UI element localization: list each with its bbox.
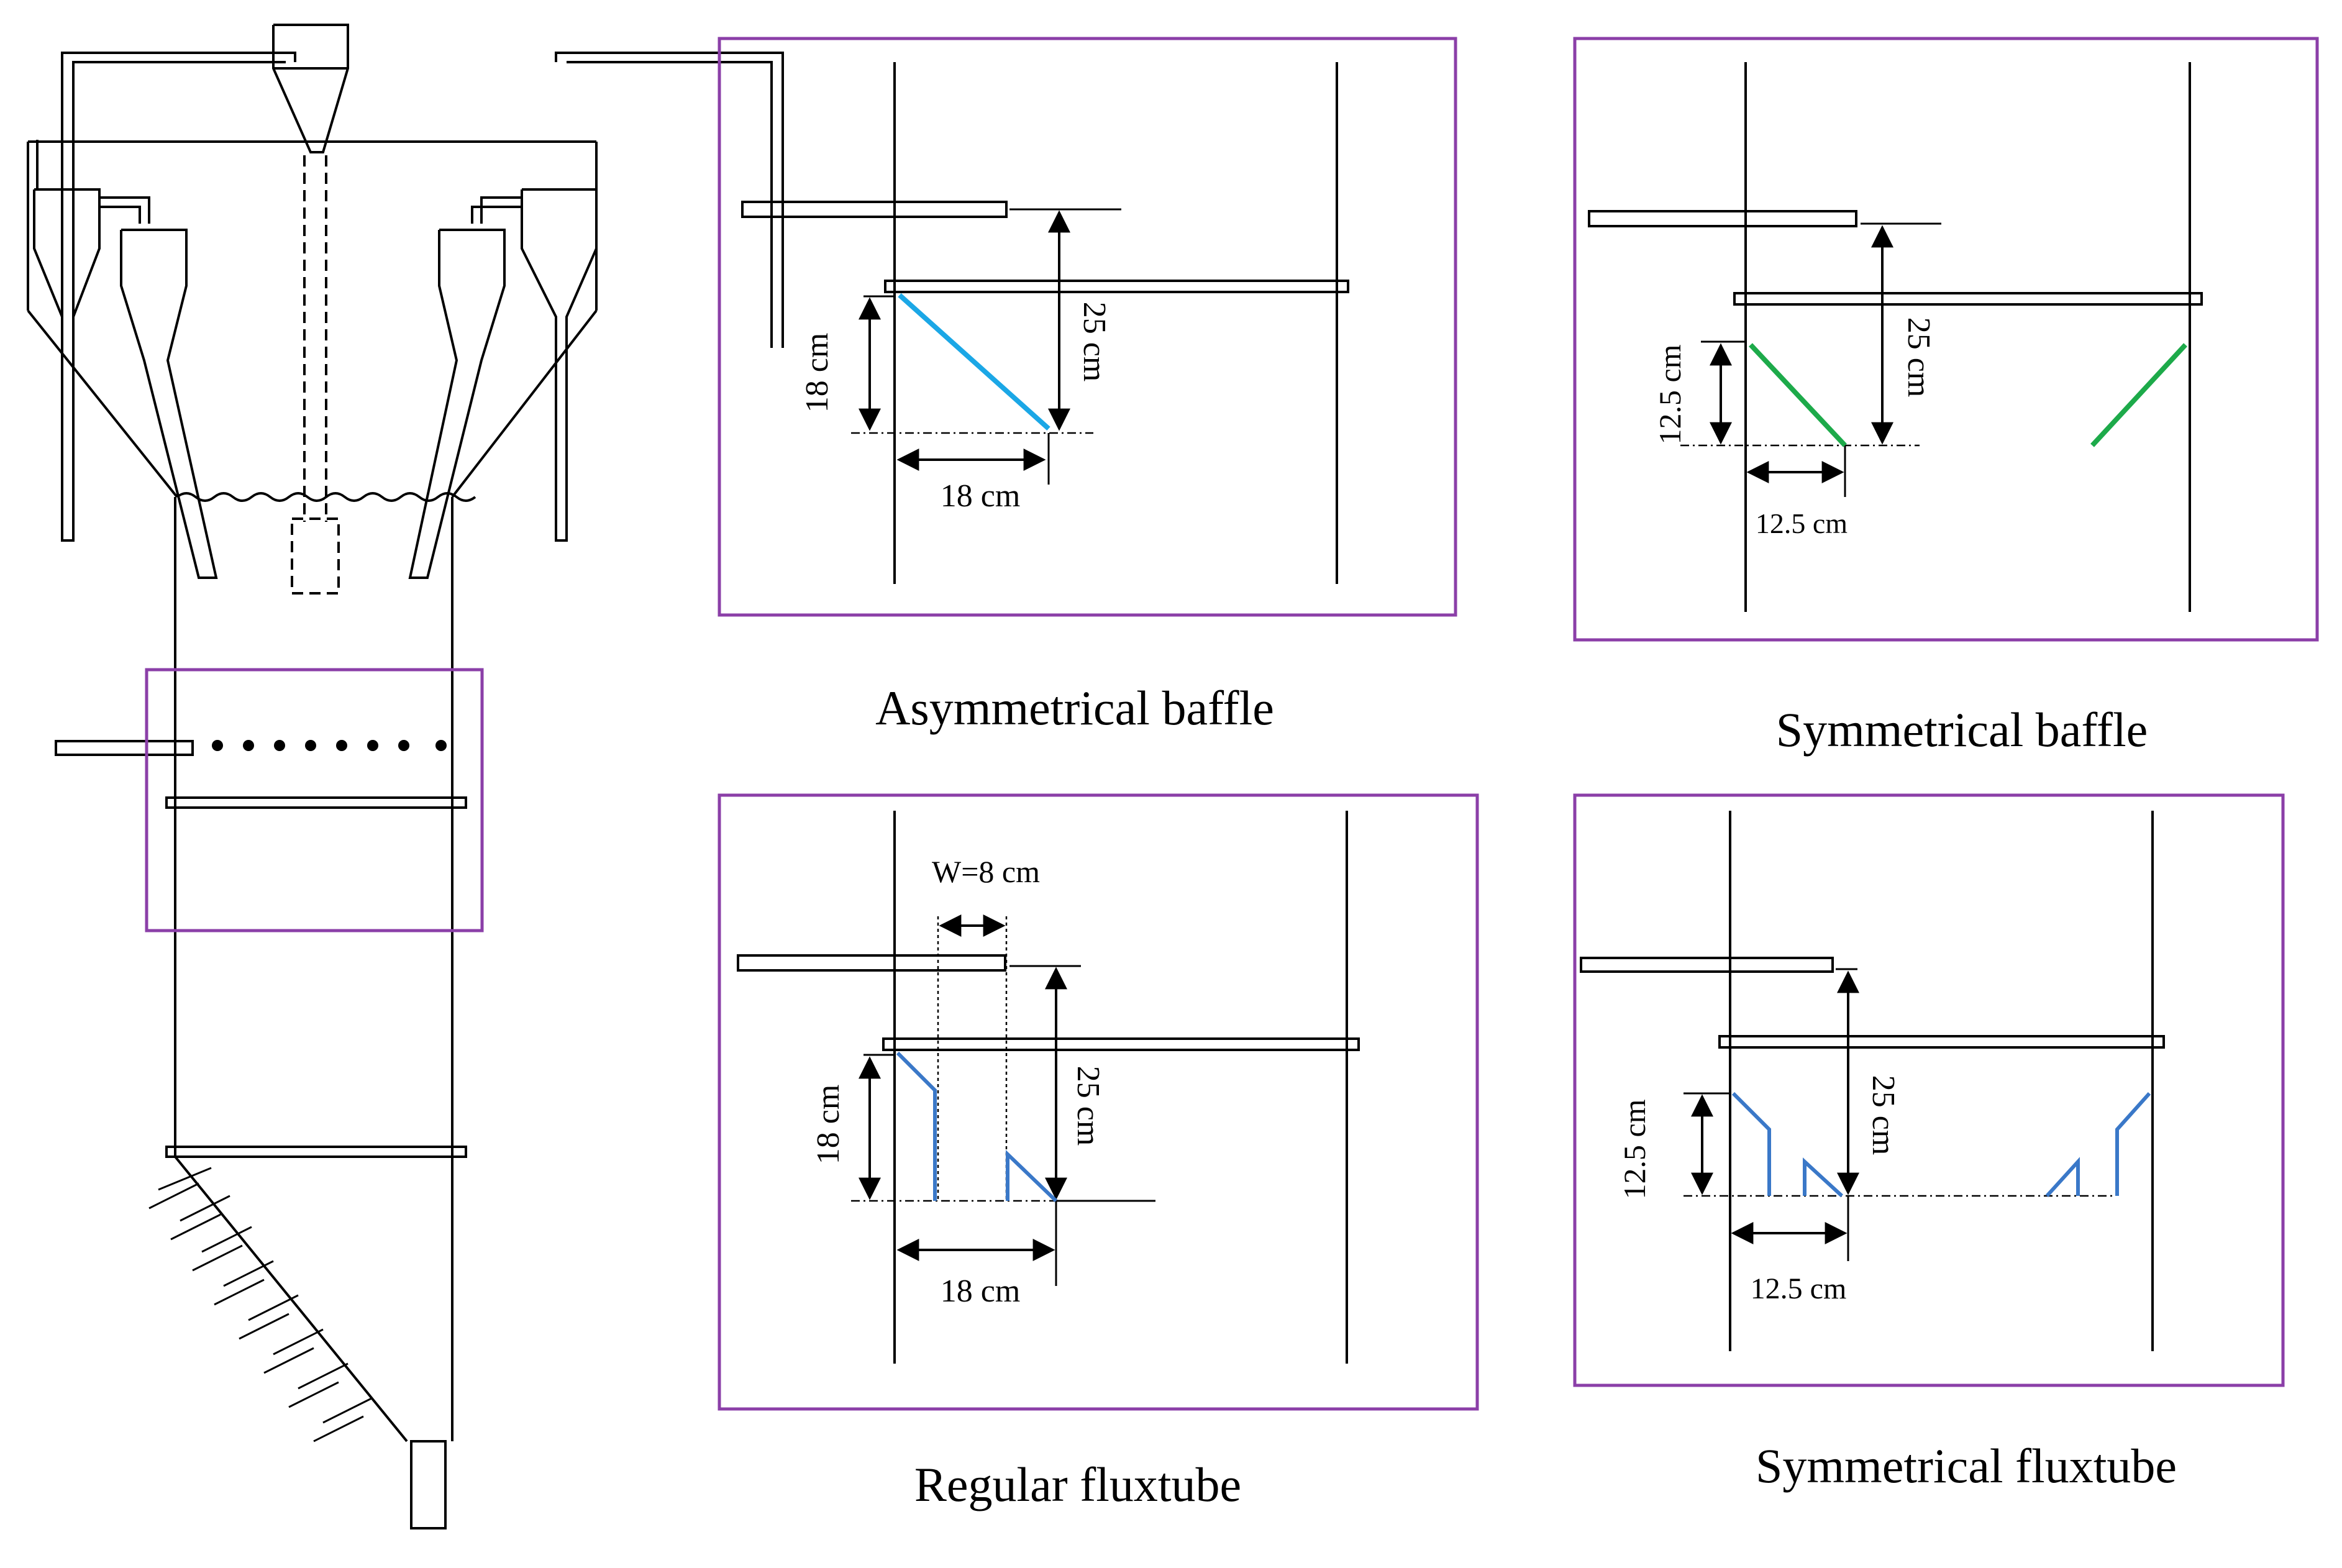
injection-points bbox=[212, 740, 447, 751]
asym-label-horizontal: 18 cm bbox=[941, 478, 1021, 514]
caption-symmetrical-fluxtube: Symmetrical fluxtube bbox=[1755, 1439, 2177, 1493]
sym-baffle-right bbox=[2090, 343, 2187, 447]
sym-baffle-label-height: 25 cm bbox=[1901, 317, 1936, 398]
asym-label-vertical: 18 cm bbox=[800, 333, 835, 413]
symflux-label-horizontal: 12.5 cm bbox=[1751, 1272, 1847, 1305]
reg-flux-label-horizontal: 18 cm bbox=[941, 1274, 1021, 1309]
asym-baffle-plate bbox=[898, 293, 1050, 431]
panel-asymmetrical-baffle: 18 cm 25 cm 18 cm bbox=[718, 37, 1457, 617]
caption-symmetrical-baffle: Symmetrical baffle bbox=[1775, 703, 2148, 757]
symflux-plate-outer-right bbox=[2115, 1092, 2151, 1196]
symflux-plate-outer-left bbox=[1731, 1092, 1771, 1196]
symflux-plate-inner-left bbox=[1803, 1157, 1844, 1198]
reg-flux-label-vertical: 18 cm bbox=[811, 1085, 846, 1165]
panel-symmetrical-fluxtube: 12.5 cm 25 cm 12.5 cm bbox=[1573, 793, 2285, 1387]
reg-flux-label-width: W=8 cm bbox=[932, 854, 1040, 889]
sym-baffle-left bbox=[1749, 343, 1847, 447]
highlight-box bbox=[145, 668, 484, 932]
reactor-schematic bbox=[27, 24, 784, 1529]
symflux-plate-inner-right bbox=[2045, 1157, 2080, 1198]
symflux-label-vertical: 12.5 cm bbox=[1617, 1099, 1652, 1199]
sym-baffle-label-horizontal: 12.5 cm bbox=[1756, 508, 1848, 539]
caption-asymmetrical-baffle: Asymmetrical baffle bbox=[875, 681, 1274, 735]
panel-regular-fluxtube: W=8 cm 18 cm 25 cm 18 cm bbox=[718, 793, 1479, 1411]
flux-plate-left bbox=[896, 1051, 937, 1201]
panel-symmetrical-baffle: 12.5 cm 25 cm 12.5 cm bbox=[1573, 37, 2319, 642]
sym-baffle-label-vertical: 12.5 cm bbox=[1652, 344, 1687, 444]
reg-flux-label-height: 25 cm bbox=[1070, 1066, 1106, 1146]
symflux-label-height: 25 cm bbox=[1866, 1075, 1901, 1155]
asym-label-height: 25 cm bbox=[1077, 302, 1112, 382]
flux-plate-right bbox=[1006, 1149, 1058, 1203]
caption-regular-fluxtube: Regular fluxtube bbox=[914, 1457, 1242, 1511]
